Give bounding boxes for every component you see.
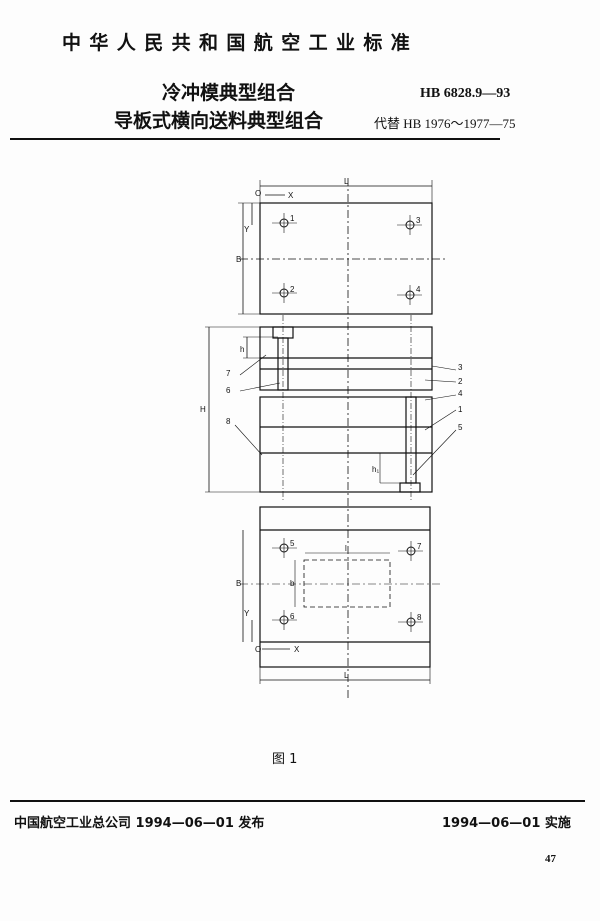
hole-number: 7 — [417, 542, 422, 551]
title-line-1: 冷冲模典型组合 — [162, 82, 296, 104]
holes-top — [272, 213, 422, 305]
standard-code: HB 6828.9—93 — [420, 86, 511, 101]
hole-number: 2 — [290, 285, 295, 294]
label-l: l — [345, 544, 347, 553]
label-h: h — [240, 345, 244, 354]
lower-die-block — [259, 396, 433, 493]
publisher-note: 中国航空工业总公司 1994—06—01 发布 — [14, 816, 265, 831]
label-O-bottom: O — [255, 645, 261, 654]
label-h1: h₁ — [372, 465, 379, 474]
leader-lines — [234, 354, 457, 476]
page-number: 47 — [545, 853, 556, 865]
implementation-date: 1994—06—01 实施 — [442, 816, 571, 831]
part-number: 5 — [458, 423, 463, 432]
title-line-2: 导板式横向送料典型组合 — [114, 110, 324, 132]
part-number: 1 — [458, 405, 463, 414]
drawing-labels: L X O Y B H h h₁ 1 2 3 4 5 6 7 8 7 6 8 3… — [200, 177, 463, 680]
header-divider — [10, 138, 500, 140]
label-L-bottom: L — [344, 671, 349, 680]
hole-number: 3 — [416, 216, 421, 225]
label-H: H — [200, 405, 206, 414]
label-X: X — [288, 191, 294, 200]
bolt-head-lower — [399, 482, 421, 493]
organization-header: 中华人民共和国航空工业标准 — [62, 32, 419, 54]
label-B-bottom: B — [236, 579, 241, 588]
hole-number: 6 — [290, 612, 295, 621]
label-L: L — [344, 177, 349, 186]
label-b: b — [290, 579, 295, 588]
label-O: O — [255, 189, 261, 198]
top-view-plate — [259, 202, 433, 315]
part-number: 7 — [226, 369, 231, 378]
hole-number: 5 — [290, 539, 295, 548]
part-number: 8 — [226, 417, 231, 426]
cavity-outline — [303, 559, 391, 608]
label-X-bottom: X — [294, 645, 300, 654]
label-Y-bottom: Y — [244, 609, 250, 618]
label-B: B — [236, 255, 241, 264]
bottom-view-plate — [259, 506, 431, 668]
hole-number: 1 — [290, 214, 295, 223]
figure-caption: 图 1 — [272, 752, 298, 767]
hole-number: 4 — [416, 285, 421, 294]
part-number: 4 — [458, 389, 463, 398]
part-number: 6 — [226, 386, 231, 395]
part-number: 3 — [458, 363, 463, 372]
replaces-note: 代替 HB 1976～1977—75 — [374, 116, 516, 131]
part-number: 2 — [458, 377, 463, 386]
holes-bottom — [272, 538, 423, 632]
footer-divider — [10, 800, 585, 802]
label-Y: Y — [244, 225, 250, 234]
hole-number: 8 — [417, 613, 422, 622]
